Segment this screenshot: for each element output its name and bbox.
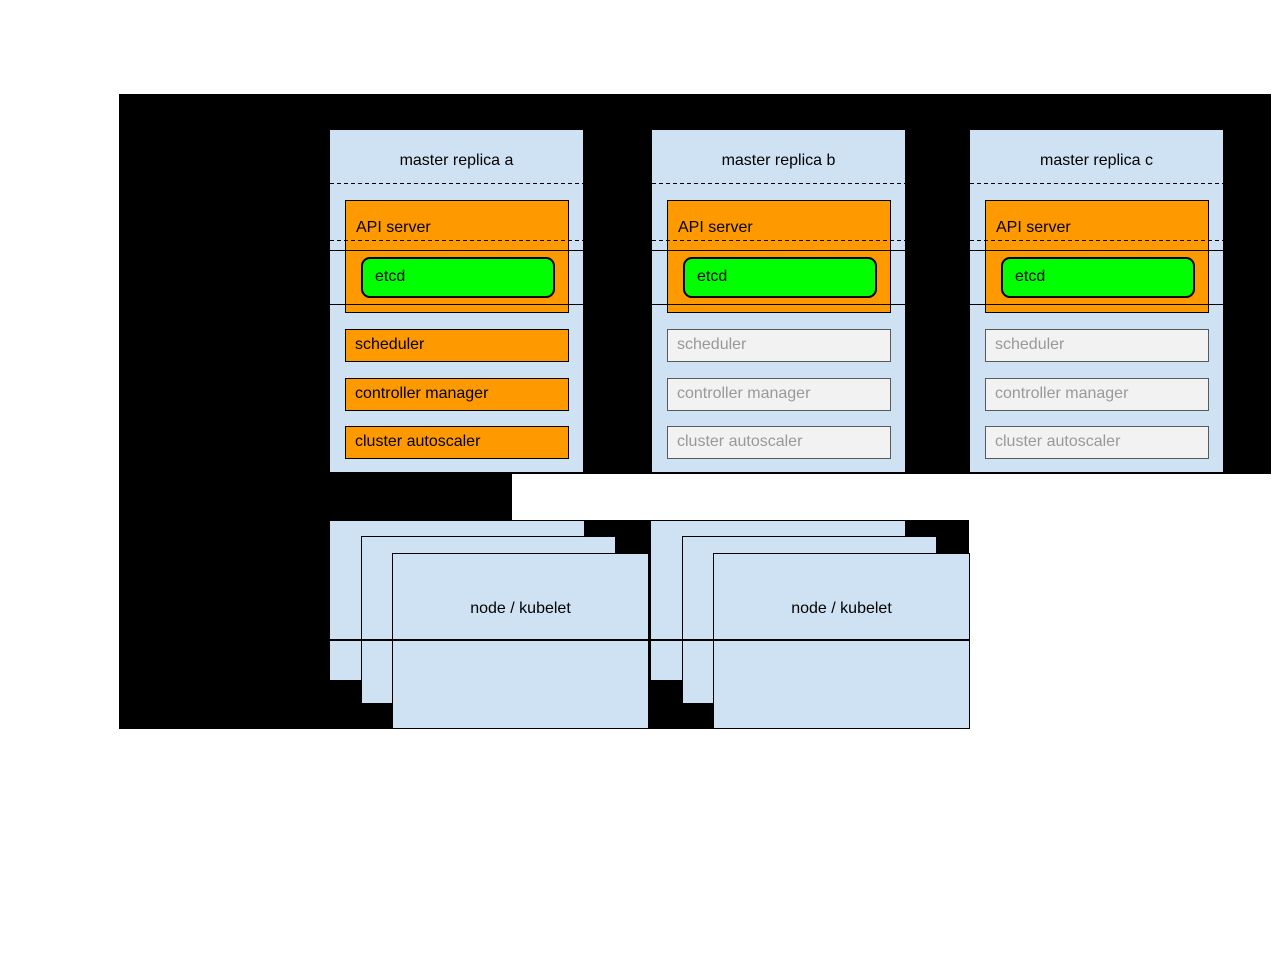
cluster-autoscaler-box-label-b: cluster autoscaler — [677, 433, 803, 450]
api-server-dashed-line — [970, 240, 1223, 241]
master-replica-b-box: master replica b API server etcd scheduler c… — [651, 129, 906, 473]
scheduler-box-label-b: scheduler — [677, 336, 747, 353]
controller-manager-box-a: controller manager — [345, 378, 569, 411]
scheduler-box-b: scheduler — [667, 329, 891, 362]
cluster-autoscaler-box-a: cluster autoscaler — [345, 426, 569, 459]
node-stack-1-front-box: node / kubelet — [392, 553, 649, 729]
controller-manager-box-c: controller manager — [985, 378, 1209, 411]
etcd-label-b: etcd — [697, 268, 728, 285]
controller-manager-box-label-c: controller manager — [995, 385, 1129, 402]
etcd-band-top-line — [330, 250, 583, 251]
master-replica-a-box: master replica a API server etcd scheduler c… — [329, 129, 584, 473]
scheduler-box-label-c: scheduler — [995, 336, 1065, 353]
master-replica-c-box: master replica c API server etcd scheduler c… — [969, 129, 1224, 473]
machine-boundary-dashed-line — [970, 183, 1223, 184]
etcd-label-a: etcd — [375, 268, 406, 285]
canvas-background — [119, 474, 512, 520]
api-server-dashed-line — [330, 240, 583, 241]
controller-manager-box-label-a: controller manager — [355, 385, 489, 402]
etcd-box-b: etcd — [683, 257, 877, 298]
etcd-band-bottom-line — [970, 304, 1223, 305]
master-replica-a-title: master replica a — [399, 152, 514, 169]
node-stack-divider-line — [329, 639, 969, 641]
controller-manager-box-b: controller manager — [667, 378, 891, 411]
api-server-box-a: API server etcd — [345, 200, 569, 313]
etcd-box-c: etcd — [1001, 257, 1195, 298]
cluster-autoscaler-box-b: cluster autoscaler — [667, 426, 891, 459]
cluster-autoscaler-box-c: cluster autoscaler — [985, 426, 1209, 459]
etcd-band-bottom-line — [652, 304, 905, 305]
api-server-box-c: API server etcd — [985, 200, 1209, 313]
api-server-box-b: API server etcd — [667, 200, 891, 313]
cluster-autoscaler-box-label-c: cluster autoscaler — [995, 433, 1121, 450]
scheduler-box-a: scheduler — [345, 329, 569, 362]
etcd-label-c: etcd — [1015, 268, 1046, 285]
api-server-label-b: API server — [678, 219, 753, 236]
etcd-box-a: etcd — [361, 257, 555, 298]
node-stack-2-front-box: node / kubelet — [713, 553, 970, 729]
etcd-band-top-line — [652, 250, 905, 251]
etcd-band-top-line — [970, 250, 1223, 251]
api-server-label-a: API server — [356, 219, 431, 236]
machine-boundary-dashed-line — [330, 183, 583, 184]
scheduler-box-label-a: scheduler — [355, 336, 425, 353]
node-kubelet-label-1: node / kubelet — [470, 600, 571, 617]
machine-boundary-dashed-line — [652, 183, 905, 184]
scheduler-box-c: scheduler — [985, 329, 1209, 362]
api-server-dashed-line — [652, 240, 905, 241]
controller-manager-box-label-b: controller manager — [677, 385, 811, 402]
etcd-band-bottom-line — [330, 304, 583, 305]
cluster-autoscaler-box-label-a: cluster autoscaler — [355, 433, 481, 450]
master-replica-c-title: master replica c — [1040, 152, 1153, 169]
api-server-label-c: API server — [996, 219, 1071, 236]
node-kubelet-label-2: node / kubelet — [791, 600, 892, 617]
master-replica-b-title: master replica b — [721, 152, 836, 169]
